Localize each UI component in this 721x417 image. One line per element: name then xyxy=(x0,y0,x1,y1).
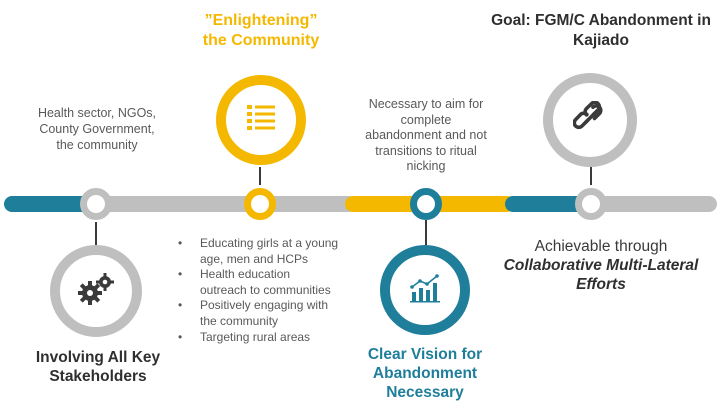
bullet-line: Targeting rural areas xyxy=(200,329,311,344)
stage3-title-line: Abandonment xyxy=(372,365,478,382)
timeline-dot-stage3 xyxy=(410,188,442,220)
stage3-title: Clear Vision for Abandonment Necessary xyxy=(350,345,500,402)
stage1-title-line: Involving All Key xyxy=(35,349,161,366)
stage4-caption-line1: Achievable through xyxy=(534,238,668,255)
bar-chart-icon xyxy=(409,273,441,308)
connector-stage4 xyxy=(590,163,592,185)
connector-stage3 xyxy=(425,220,427,246)
goal-title-line: Kajiado xyxy=(573,32,629,49)
stage1-above-line: the community xyxy=(56,138,138,152)
timeline-segment-teal-1 xyxy=(4,196,104,212)
stage1-above-line: County Government, xyxy=(39,122,155,136)
stage3-icon-ring xyxy=(380,245,470,335)
timeline-segment-teal-2 xyxy=(505,196,597,212)
stage4-icon-ring xyxy=(543,73,637,167)
connector-stage1 xyxy=(95,222,97,246)
stage3-above-text: Necessary to aim for complete abandonmen… xyxy=(352,97,500,175)
stage2-bullet-list: Educating girls at a young age, men and … xyxy=(174,236,374,345)
bullet-line: Health education xyxy=(200,267,291,282)
list-item: Health education outreach to communities xyxy=(174,267,374,298)
stage1-above-text: Health sector, NGOs, County Government, … xyxy=(10,105,184,153)
stage4-caption: Achievable through Collaborative Multi-L… xyxy=(486,237,716,294)
list-item: Positively engaging with the community xyxy=(174,298,374,329)
connector-stage2 xyxy=(259,167,261,185)
timeline-segment-gray-2 xyxy=(585,196,717,212)
bullet-line: age, men and HCPs xyxy=(200,251,309,266)
list-item: Targeting rural areas xyxy=(174,330,374,346)
list-item: Educating girls at a young age, men and … xyxy=(174,236,374,267)
stage3-title-line: Clear Vision for xyxy=(367,346,483,363)
stage2-title-line: ”Enlightening” xyxy=(204,12,318,29)
stage1-above-line: Health sector, NGOs, xyxy=(37,106,157,120)
stage2-icon-ring xyxy=(216,75,306,165)
timeline-dot-stage2 xyxy=(244,188,276,220)
stage1-icon-ring xyxy=(50,245,142,337)
bullet-line: outreach to communities xyxy=(200,282,331,297)
stage4-caption-emphasis: Efforts xyxy=(576,276,626,293)
stage4-caption-emphasis: Collaborative Multi-Lateral xyxy=(503,257,699,274)
chain-link-icon xyxy=(572,99,607,140)
list-icon xyxy=(246,104,276,137)
goal-title-line: Goal: FGM/C Abandonment in xyxy=(491,12,711,29)
bullet-line: the community xyxy=(200,313,279,328)
stage3-above-line: complete xyxy=(400,112,452,127)
goal-title: Goal: FGM/C Abandonment in Kajiado xyxy=(484,11,718,51)
bullet-line: Positively engaging with xyxy=(200,298,329,313)
stage3-title-line: Necessary xyxy=(386,384,464,401)
gears-icon xyxy=(76,271,116,312)
timeline-dot-stage4 xyxy=(575,188,607,220)
stage3-above-line: Necessary to aim for xyxy=(368,97,484,111)
bullet-line: Educating girls at a young xyxy=(200,236,339,250)
stage3-above-line: transitions to ritual xyxy=(375,143,477,158)
timeline-dot-stage1 xyxy=(80,188,112,220)
stage1-title: Involving All Key Stakeholders xyxy=(10,348,186,386)
stage2-title: ”Enlightening” the Community xyxy=(180,11,342,51)
stage1-title-line: Stakeholders xyxy=(49,368,147,385)
stage2-title-line: the Community xyxy=(202,32,320,49)
stage3-above-line: nicking xyxy=(406,159,446,173)
stage3-above-line: abandonment and not xyxy=(365,128,487,142)
timeline-segment-gray-1 xyxy=(92,196,357,212)
